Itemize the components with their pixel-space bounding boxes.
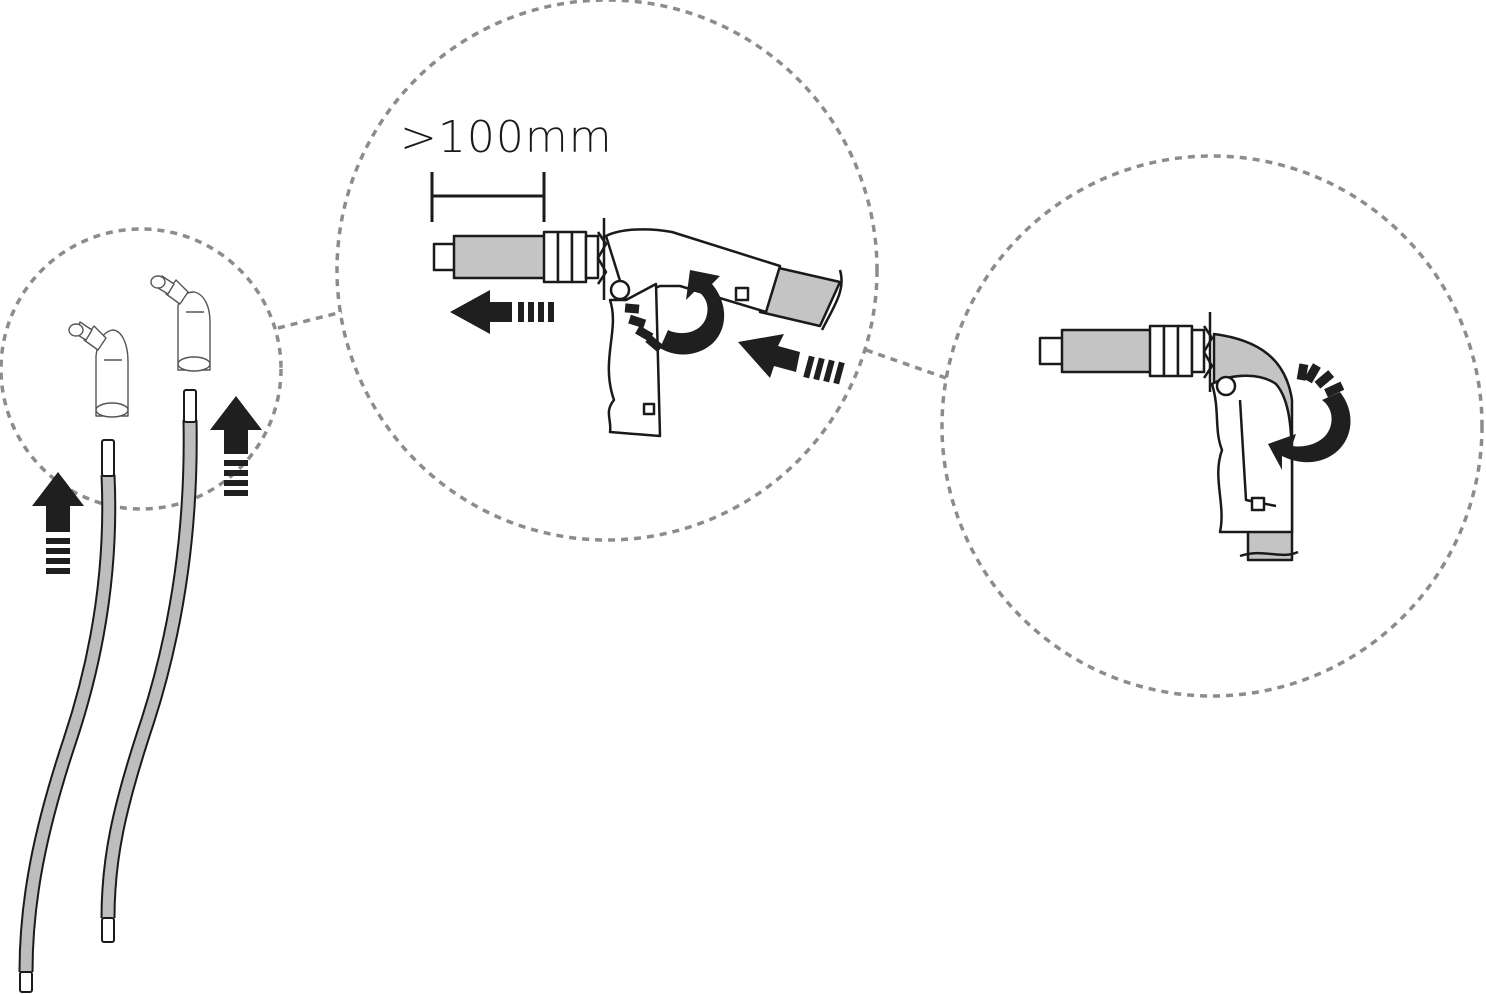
- cable-left: [18, 439, 117, 993]
- detail-circle-3: [940, 154, 1484, 698]
- detail-circle-1: [0, 227, 283, 511]
- push-up-arrow-right: [210, 396, 262, 496]
- connector-assembly-step3: [1038, 312, 1299, 562]
- push-up-arrow-left: [32, 472, 84, 574]
- connector-line-1-2: [277, 310, 343, 330]
- elbow-boot-right: [150, 275, 211, 372]
- push-diagonal-arrow: [738, 334, 845, 385]
- detail-circle-2: [335, 0, 879, 542]
- connector-line-2-3: [865, 348, 947, 380]
- dimension-bracket: [430, 172, 546, 222]
- connector-assembly-step2: [432, 218, 843, 438]
- measurement-label: >100mm: [400, 112, 613, 163]
- cable-right: [100, 389, 198, 943]
- rotate-arrow-step3: [1268, 363, 1351, 470]
- pull-left-arrow: [450, 290, 554, 334]
- rotate-arrow-step2: [624, 270, 725, 355]
- elbow-boot-left: [68, 321, 129, 418]
